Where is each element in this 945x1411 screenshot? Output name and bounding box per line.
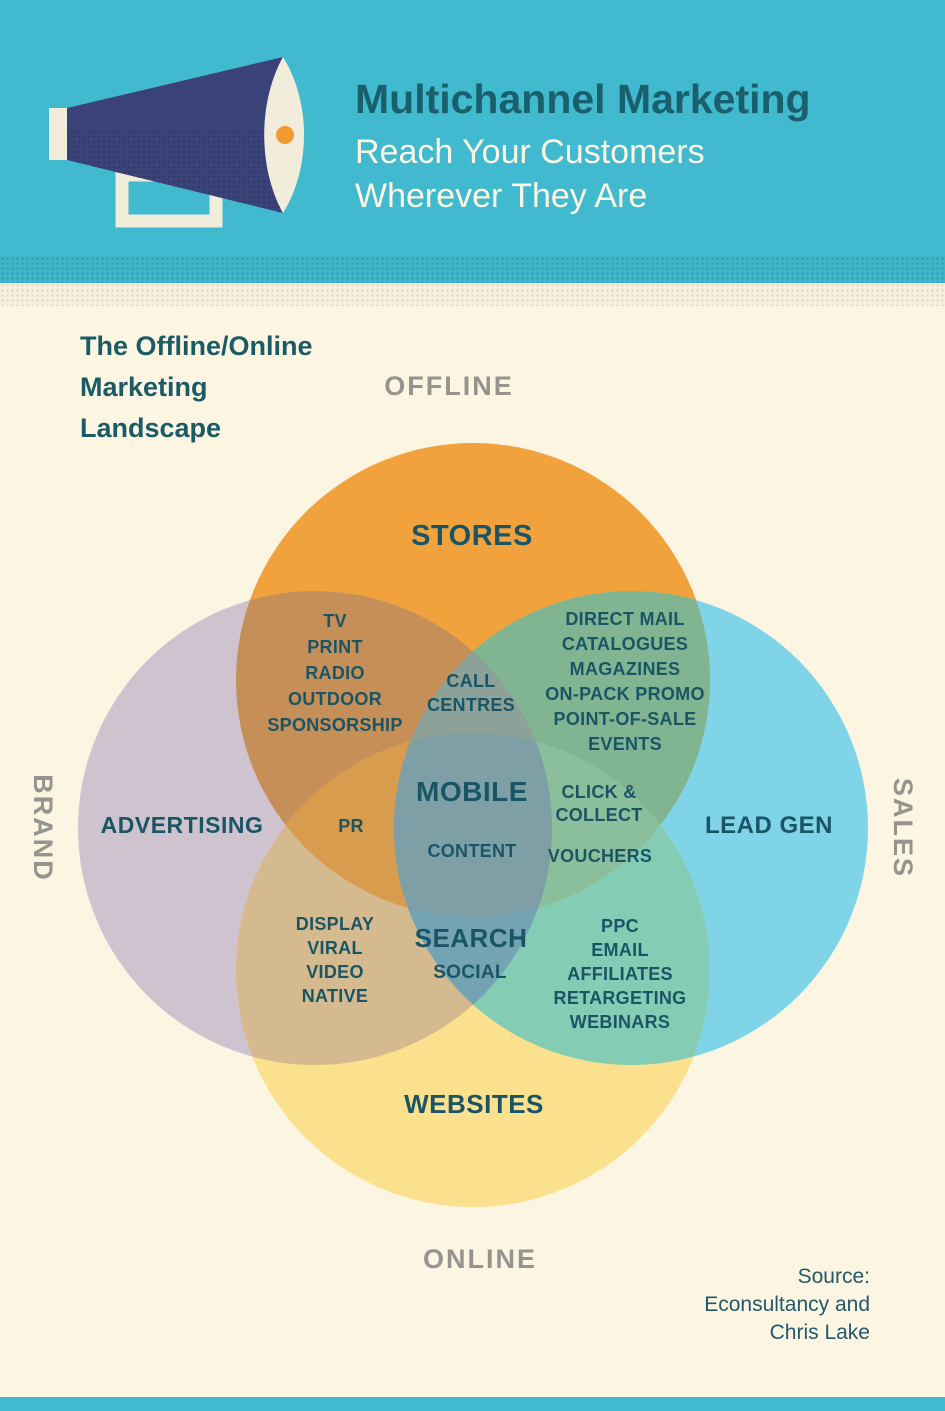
subtitle-line-2: Wherever They Are xyxy=(355,177,648,215)
list-item: MAGAZINES xyxy=(569,659,681,679)
websites-label: WEBSITES xyxy=(404,1089,544,1119)
list-item: PPC xyxy=(601,916,639,936)
axis-label-sales: SALES xyxy=(888,777,918,879)
list-item: CATALOGUES xyxy=(561,634,689,654)
pr-label: PR xyxy=(338,816,364,836)
social-label: SOCIAL xyxy=(433,962,507,983)
list-item: POINT-OF-SALE xyxy=(553,709,697,729)
source-line-2: Econsultancy and xyxy=(704,1293,870,1316)
axis-label-online: ONLINE xyxy=(422,1244,538,1274)
page-subtitle: Reach Your Customers Wherever They Are xyxy=(355,130,705,218)
megaphone-icon xyxy=(49,57,304,228)
subtitle-line-1: Reach Your Customers xyxy=(355,133,705,171)
diagram-title-line-1: The Offline/Online xyxy=(80,331,313,361)
footer-band xyxy=(0,1397,945,1411)
source-credit: Source: Econsultancy and Chris Lake xyxy=(704,1263,870,1347)
stores-advertising-items: TV PRINT RADIO OUTDOOR SPONSORSHIP xyxy=(267,608,402,738)
page-title: Multichannel Marketing xyxy=(355,76,811,122)
list-item: AFFILIATES xyxy=(567,964,673,984)
diagram-title: The Offline/Online Marketing Landscape xyxy=(80,326,313,449)
axis-label-offline: OFFLINE xyxy=(384,371,514,401)
header-dotted-teal-band xyxy=(0,256,945,283)
list-item: COLLECT xyxy=(555,805,643,825)
diagram-title-line-3: Landscape xyxy=(80,413,222,443)
list-item: EMAIL xyxy=(591,940,649,960)
overlap-advertising-leadgen-websites xyxy=(394,733,552,1065)
list-item: CLICK & xyxy=(561,782,637,802)
list-item: CENTRES xyxy=(426,695,516,715)
list-item: ON-PACK PROMO xyxy=(545,684,705,704)
list-item: OUTDOOR xyxy=(287,689,383,709)
header-dotted-cream-band xyxy=(0,283,945,306)
list-item: PRINT xyxy=(307,637,363,657)
list-item: WEBINARS xyxy=(569,1012,671,1032)
list-item: DIRECT MAIL xyxy=(565,609,685,629)
list-item: NATIVE xyxy=(301,986,369,1006)
list-item: CALL xyxy=(446,671,496,691)
list-item: EVENTS xyxy=(588,734,662,754)
click-collect-label: CLICK & COLLECT xyxy=(555,781,642,827)
diagram-title-line-2: Marketing xyxy=(80,372,208,402)
megaphone-mouthpiece xyxy=(49,108,67,160)
search-label: SEARCH xyxy=(414,923,528,953)
source-line-3: Chris Lake xyxy=(769,1321,870,1344)
leadgen-websites-items: PPC EMAIL AFFILIATES RETARGETING WEBINAR… xyxy=(554,914,687,1034)
overlap-stores-advertising-leadgen xyxy=(394,591,552,917)
list-item: SPONSORSHIP xyxy=(267,715,403,735)
list-item: DISPLAY xyxy=(295,914,375,934)
overlap-stores-advertising-websites xyxy=(236,733,552,917)
content-label: CONTENT xyxy=(427,841,517,861)
advertising-label: ADVERTISING xyxy=(100,812,264,838)
call-centres-label: CALL CENTRES xyxy=(427,669,515,717)
list-item: TV xyxy=(323,611,347,631)
vouchers-label: VOUCHERS xyxy=(547,846,653,866)
list-item: VIDEO xyxy=(306,962,364,982)
stores-label: STORES xyxy=(411,520,533,552)
axis-label-brand: BRAND xyxy=(28,774,58,882)
megaphone-dot xyxy=(276,126,294,144)
leadgen-label: LEAD GEN xyxy=(704,812,834,839)
megaphone-cone-texture xyxy=(67,128,283,213)
mobile-label: MOBILE xyxy=(416,776,528,807)
list-item: RETARGETING xyxy=(553,988,687,1008)
advertising-websites-items: DISPLAY VIRAL VIDEO NATIVE xyxy=(296,912,374,1008)
list-item: VIRAL xyxy=(307,938,363,958)
source-line-1: Source: xyxy=(797,1265,870,1288)
list-item: RADIO xyxy=(305,663,365,683)
stores-leadgen-items: DIRECT MAIL CATALOGUES MAGAZINES ON-PACK… xyxy=(545,607,705,757)
overlap-stores-leadgen-websites xyxy=(394,733,710,917)
